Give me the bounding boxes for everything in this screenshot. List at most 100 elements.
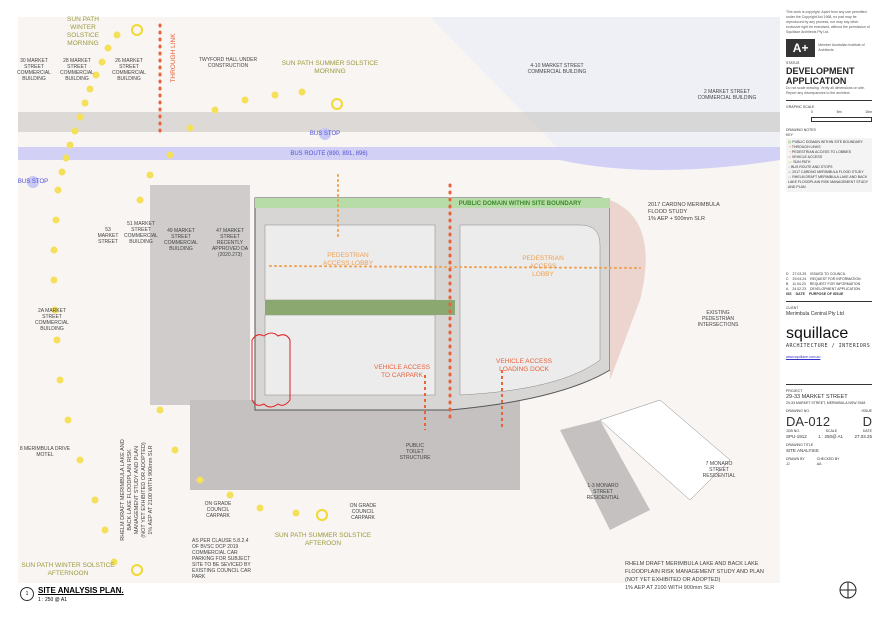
client: Merimbula Central Pty Ltd: [786, 311, 844, 317]
scale-tick: 10m: [865, 110, 872, 114]
brand-subtitle: ARCHITECTURE / INTERIORS: [786, 343, 871, 349]
legend-item: ●● SUN PATH: [788, 160, 811, 164]
label-rhelm-flood-study: RHELM DRAFT MERIMBULA LAKE AND BACK LAKE…: [625, 561, 764, 591]
key-label: KEY: [786, 133, 794, 137]
drawing-notes-label: DRAWING NOTES: [786, 128, 816, 132]
scale-tick: 0: [811, 110, 813, 114]
legend-item: ⇨ VEHICLE ACCESS: [788, 155, 823, 159]
squillace-logo: squillace: [786, 325, 849, 342]
legend-item: ▭ 2017 CARDNO MERIMBULA FLOOD STUDY: [788, 170, 864, 174]
sun-path-dots: [50, 31, 306, 566]
label-bus-route: BUS ROUTE (890, 891, 896): [290, 151, 368, 157]
status-note: Do not scale drawing. Verify all dimensi…: [786, 86, 865, 95]
bus-stop-icon: [319, 128, 331, 140]
label-49-market-street: 49 MARKET STREET COMMERCIAL BUILDING: [164, 228, 198, 252]
label-sun-winter-afternoon: SUN PATH WINTER SOLSTICE AFTERNOON: [21, 562, 115, 577]
label-public-domain: PUBLIC DOMAIN WITHIN SITE BOUNDARY: [458, 201, 582, 207]
label-vehicle-access-carpark: VEHICLE ACCESS TO CARPARK: [374, 364, 430, 379]
bus-stop-icon: [27, 176, 39, 188]
aia-logo-text: Member Australian Institute of Architect…: [818, 43, 865, 52]
label-bus-stop: BUS STOP: [309, 131, 341, 137]
legend: ▨ PUBLIC DOMAIN WITHIN SITE BOUNDARY ⇢ T…: [786, 138, 872, 192]
drawing-scale: 1 : 250 @ A1: [38, 597, 67, 603]
label-sun-summer-morning: SUN PATH SUMMER SOLSTICE MORNING: [281, 60, 379, 75]
project-address: 29-33 MARKET STREET, MERIMBULA NSW 2548: [786, 401, 866, 405]
south-tower-roof: [264, 314, 436, 396]
scale-bar: [811, 117, 872, 122]
label-2-market-street: 2 MARKET STREET COMMERCIAL BUILDING: [697, 89, 757, 101]
building-shadow: [190, 400, 520, 490]
label-28-market-street: 28 MARKET STREET COMMERCIAL BUILDING: [60, 58, 94, 82]
label-council-carpark: ON GRADE COUNCIL CARPARK: [204, 501, 232, 519]
label-bus-stop: BUS STOP: [17, 179, 49, 185]
label-through-link: THROUGH LINK: [170, 33, 177, 83]
drawn-by: JJ: [786, 462, 790, 466]
title-block: This work is copyright. Apart from any u…: [786, 10, 872, 467]
label-51-market-street: 51 MARKET STREET COMMERCIAL BUILDING: [124, 221, 158, 245]
drawing-number-circle: 1: [20, 587, 34, 601]
date: 27.03.25: [854, 434, 872, 439]
legend-item: ⇢ THROUGH LINKS: [788, 145, 821, 149]
legend-item: ▭ RHELM DRAFT MERIMBULA LAKE AND BACK LA…: [788, 175, 869, 189]
drawing-title: SITE ANALYSIS PLAN.: [38, 586, 124, 595]
graphic-scale-label: GRAPHIC SCALE: [786, 105, 815, 109]
label-twyford-hall: TWYFORD HALL UNDER CONSTRUCTION: [198, 57, 258, 69]
label-motel: 8 MERIMBULA DRIVE MOTEL: [19, 446, 71, 458]
project: 29-33 MARKET STREET: [786, 394, 848, 400]
label-council-carpark: ON GRADE COUNCIL CARPARK: [349, 503, 377, 521]
label-pedestrian-access-lobby: PEDESTRIAN ACCESS LOBBY: [522, 255, 564, 278]
scale: 1 : 250@ A1: [818, 434, 844, 439]
legend-item: ⇢ PEDESTRIAN ACCESS TO LOBBIES: [788, 150, 852, 154]
aia-logo: A+: [786, 39, 816, 57]
label-2a-market-street: 2A MARKET STREET COMMERCIAL BUILDING: [35, 308, 69, 332]
status-label: STATUS: [786, 61, 800, 65]
issue: D: [862, 414, 872, 429]
legend-item: ● BUS ROUTE AND STOPS: [788, 165, 833, 169]
status: DEVELOPMENT APPLICATION: [786, 66, 855, 86]
label-vehicle-access-loading-dock: VEHICLE ACCESS LOADING DOCK: [496, 358, 552, 373]
adjacent-building-shadow: [150, 185, 250, 405]
pedestrian-access-arrow: [269, 265, 641, 269]
date-label: DATE: [862, 429, 872, 433]
job-no: SPU-1912: [786, 434, 807, 439]
website-link[interactable]: www.squillace.com.au: [786, 355, 821, 359]
drawing-title-label: DRAWING TITLE: [786, 443, 814, 447]
copyright-note: This work is copyright. Apart from any u…: [786, 10, 870, 34]
label-rhelm-flood-study-vertical: RHELM DRAFT MERIMBULA LAKE AND BACK LAKE…: [120, 439, 154, 541]
issue-label: ISSUE: [861, 409, 872, 413]
bus-route-band: [18, 147, 780, 170]
drawn-by-label: DRAWN BY: [786, 457, 805, 461]
label-cardno-flood-study: 2017 CARDNO MERIMBULA FLOOD STUDY 1% AEP…: [648, 202, 720, 222]
scale-label: SCALE: [825, 429, 838, 433]
label-30-market-street: 30 MARKET STREET COMMERCIAL BUILDING: [17, 58, 51, 82]
public-domain-strip: [255, 198, 610, 208]
sun-icons: [131, 24, 343, 576]
drawing-title-value: SITE ANALYSIS: [786, 448, 819, 453]
legend-item: ▨ PUBLIC DOMAIN WITHIN SITE BOUNDARY: [788, 140, 863, 144]
label-4-10-market-street: 4-10 MARKET STREET COMMERCIAL BUILDING: [527, 63, 587, 75]
cloud-revision-mark: [251, 332, 291, 408]
label-existing-pedestrian-intersections: EXISTING PEDESTRIAN INTERSECTIONS: [697, 310, 739, 328]
checked-by-label: CHECKED BY: [816, 457, 840, 461]
project-label: PROJECT: [786, 389, 803, 393]
label-53-market-street: 53 MARKET STREET: [97, 227, 119, 245]
label-sun-summer-afternoon: SUN PATH SUMMER SOLSTICE AFTEROON: [274, 532, 372, 547]
label-1-3-monaro-street: 1-3 MONARO STREET RESIDENTIAL: [586, 483, 620, 501]
label-pedestrian-access-lobby: PEDESTRIAN ACCESS LOBBY: [322, 252, 374, 267]
north-tower-roof: [264, 224, 436, 301]
label-47-market-street: 47 MARKET STREET RECENTLY APPROVED DA (2…: [211, 228, 249, 258]
checked-by: AA: [816, 462, 822, 466]
label-sun-winter-morning: SUN PATH WINTER SOLSTICE MORNING: [66, 16, 100, 47]
flood-study-area: [610, 200, 646, 380]
job-no-label: JOB NO.: [786, 429, 801, 433]
drawing-no: DA-012: [786, 414, 831, 429]
client-label: CLIENT: [786, 306, 799, 310]
label-26-market-street: 26 MARKET STREET COMMERCIAL BUILDING: [112, 58, 146, 82]
scale-tick: 5m: [836, 110, 842, 114]
label-7-monaro-street: 7 MONARO STREET RESIDENTIAL: [702, 461, 736, 479]
drawing-no-label: DRAWING NO.: [786, 409, 810, 413]
label-clause-note: AS PER CLAUSE 5.8.2.4 OF BVSC DCP 2019 C…: [192, 538, 251, 580]
label-public-toilet: PUBLIC TOILET STRUCTURE: [399, 443, 431, 461]
